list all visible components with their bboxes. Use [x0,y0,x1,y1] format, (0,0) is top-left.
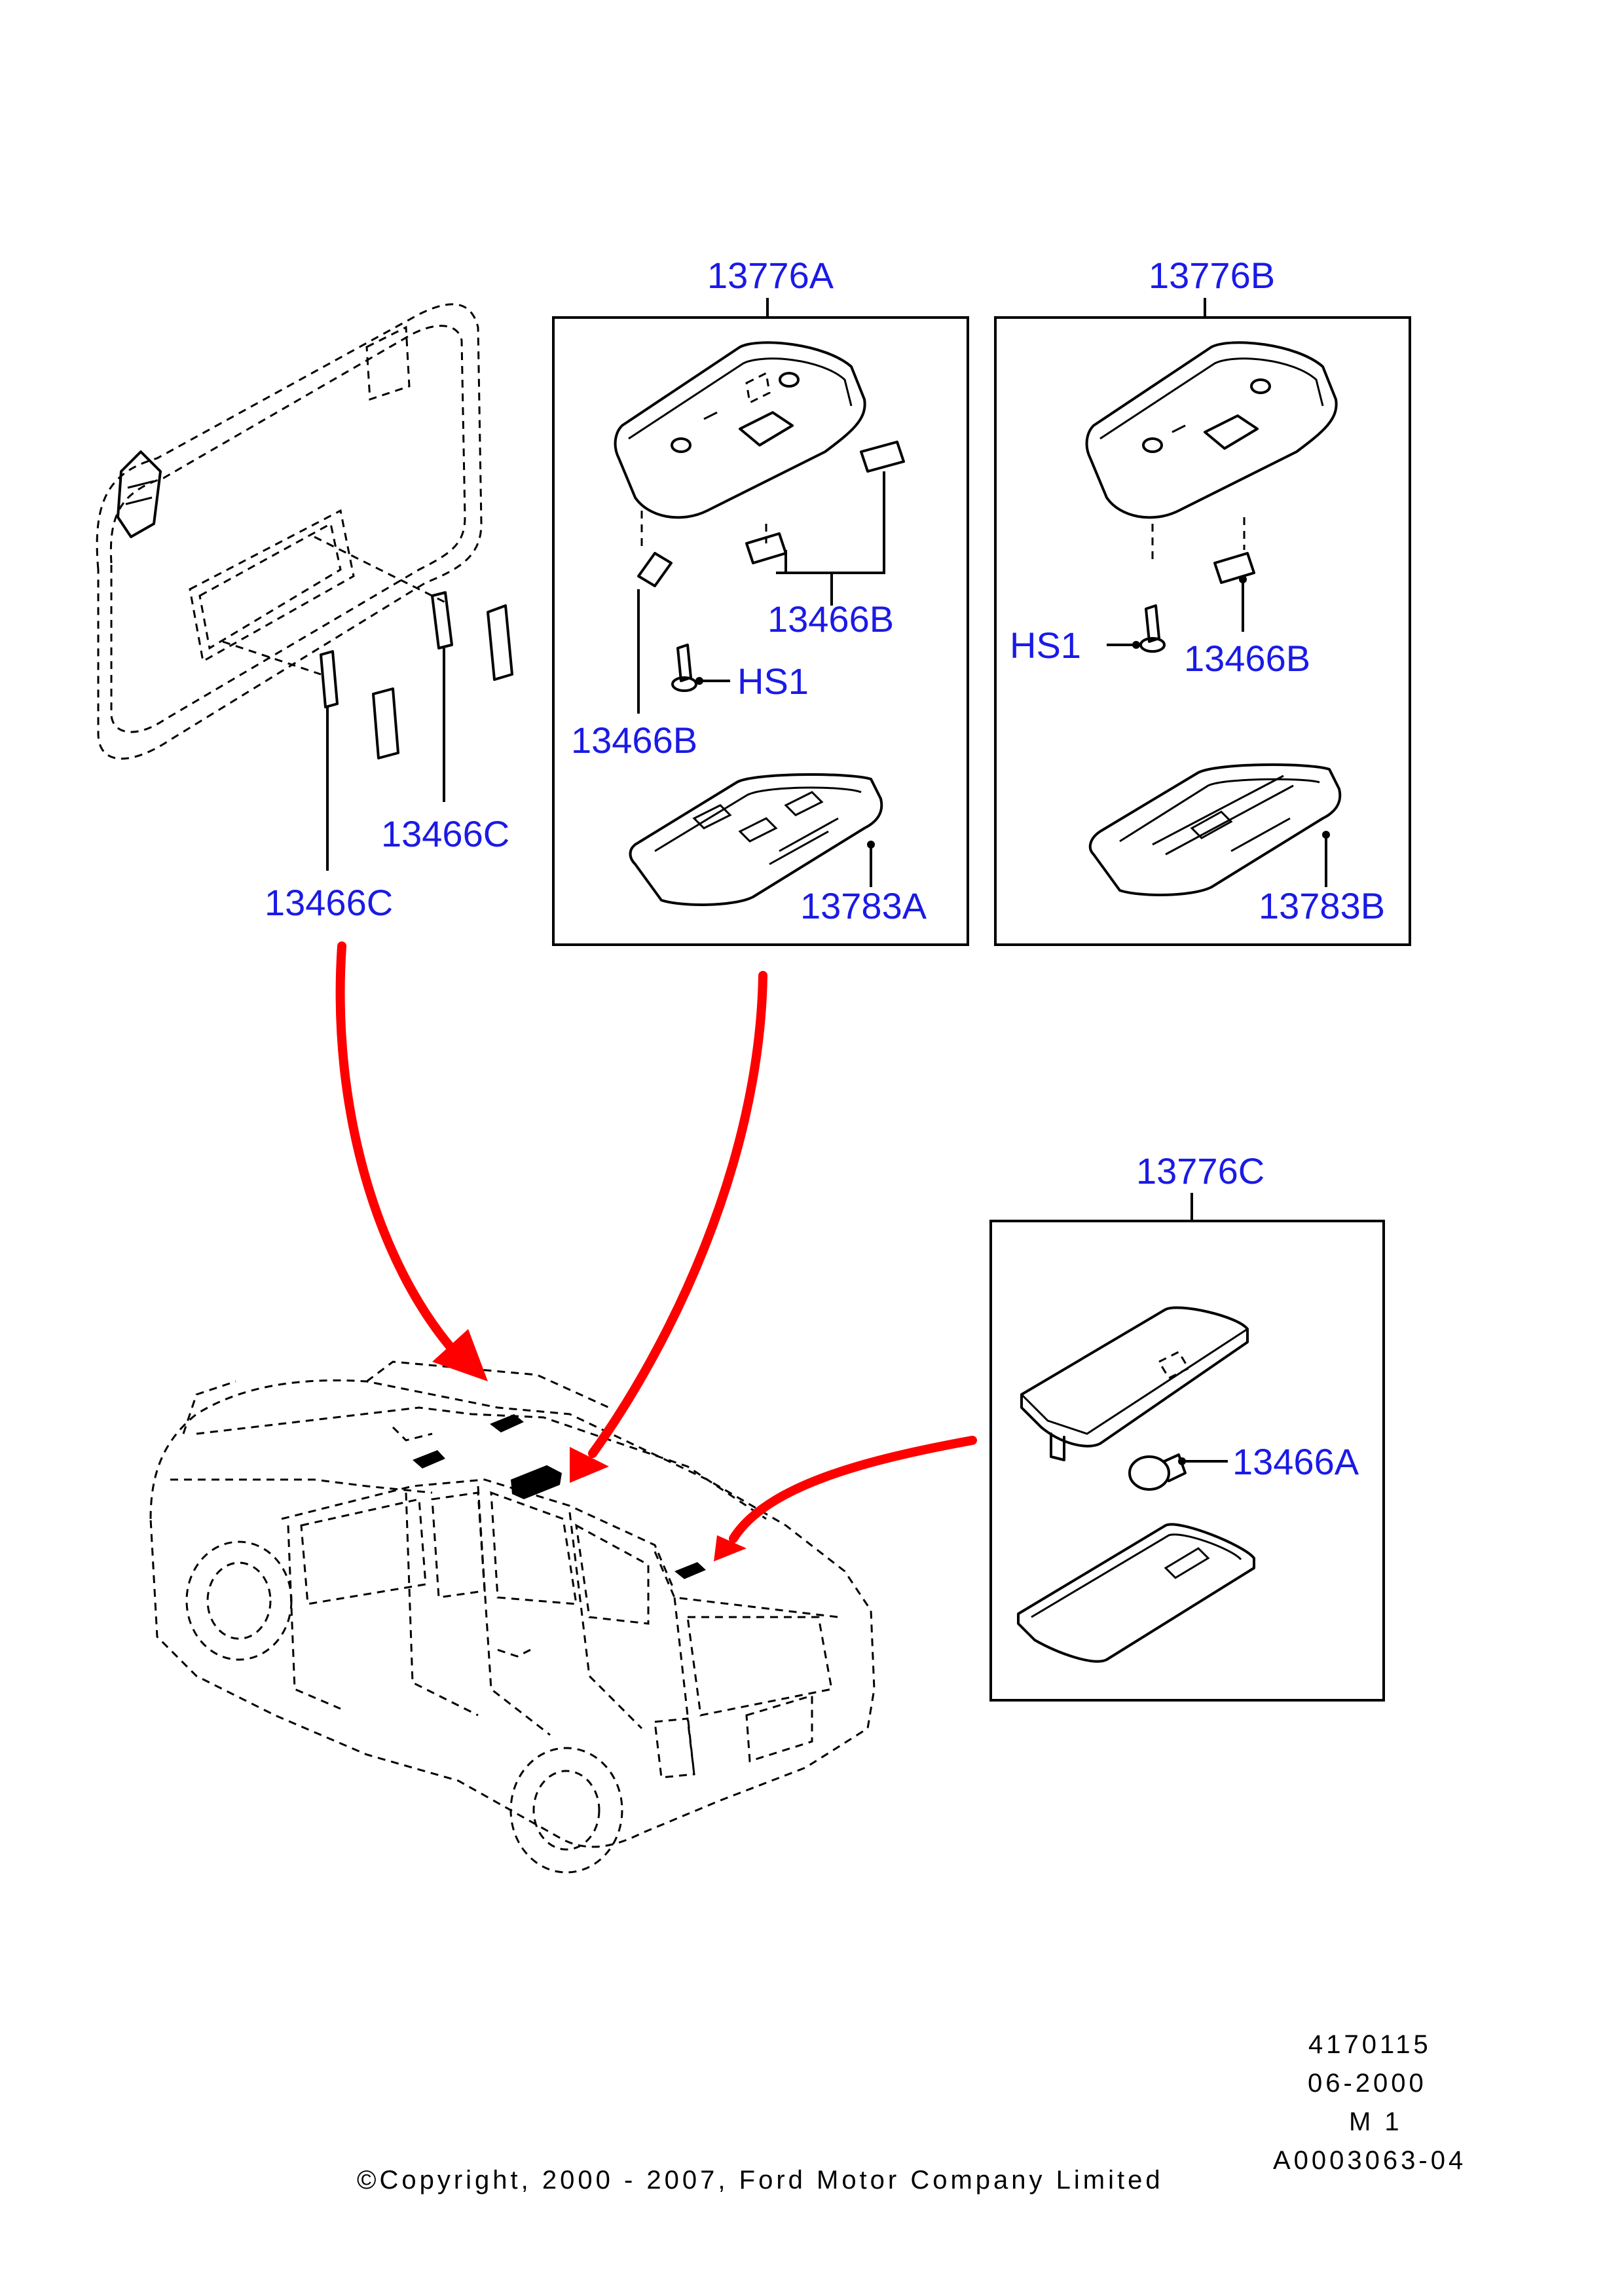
vehicle-outline [149,1360,876,1874]
screw-hs1-b [1139,604,1166,653]
lens-13783a [629,773,883,906]
roof-lamp-marker-front [490,1414,524,1432]
kit-13776b-box [994,316,1411,946]
reference-number: 4170115 [1308,2030,1431,2059]
callout-13466c-upper: 13466C [381,813,509,854]
dome-lamp-housing-a [614,341,866,519]
callout-hs1-b: HS1 [1010,625,1081,666]
callout-13466b-b: 13466B [1184,638,1310,679]
roof-lamp-marker-rear [674,1562,706,1579]
copyright-notice: ©Copyright, 2000 - 2007, Ford Motor Comp… [357,2166,1164,2195]
dome-lamp-housing-b [1085,341,1338,519]
callout-13776b: 13776B [1149,255,1275,296]
lens-c [1017,1523,1255,1663]
callout-13466c-lower: 13466C [265,882,393,923]
sun-visor-illustration [96,303,513,760]
model-code: M 1 [1349,2107,1403,2136]
screw-hs1-a [671,644,697,692]
roof-lamp-marker-visor [413,1450,445,1468]
red-arrow-visor-to-vehicle [335,941,488,1381]
bulb-13466b-b [1213,552,1255,584]
callout-13776c: 13776C [1136,1150,1264,1192]
red-arrow-kit-a-to-vehicle [570,971,767,1483]
bulb-13466a [1128,1453,1187,1491]
callout-13783b: 13783B [1259,885,1385,926]
bulb-13466b-a1 [637,552,673,587]
map-lamp-housing-c [1020,1306,1249,1461]
kit-13776c-box [989,1220,1385,1702]
callout-13776a: 13776A [707,255,834,296]
red-arrow-kit-c-to-vehicle [714,1436,977,1561]
callout-13466a: 13466A [1232,1441,1359,1482]
callout-hs1-a: HS1 [737,661,809,702]
roof-lamp-marker-dome [511,1465,562,1499]
kit-13776a-box [552,316,969,946]
callout-13466b-a-left: 13466B [571,720,697,761]
callout-13783a: 13783A [800,885,927,926]
release-date: 06-2000 [1308,2069,1427,2098]
lens-13783b [1088,763,1342,896]
document-code: A0003063-04 [1273,2146,1466,2175]
bulb-13466b-a2 [860,441,905,473]
roof-lamp-markers [413,1414,706,1579]
callout-13466b-a-right: 13466B [767,598,894,640]
